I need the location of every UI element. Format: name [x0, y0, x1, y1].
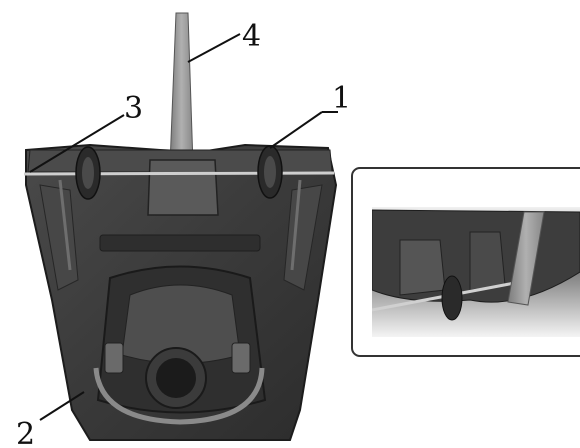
callout-label-2: 2 [16, 417, 35, 448]
inset-rod-clip [441, 275, 463, 321]
blade-strip [169, 12, 194, 166]
leader-line-1 [269, 111, 323, 149]
leader-line-2 [39, 391, 85, 421]
rod-clip [257, 145, 283, 199]
rod-clip-left [75, 146, 101, 200]
inset-detail [351, 167, 580, 357]
callout-label-4: 4 [242, 19, 261, 54]
steel-rod [23, 171, 335, 176]
hinge-latch [93, 367, 265, 425]
pump-housing [25, 143, 338, 441]
inset-blade-strip [507, 211, 545, 306]
callout-label-3: 3 [124, 91, 143, 126]
callout-label-1: 1 [332, 81, 351, 116]
leader-line-4 [187, 33, 241, 63]
leader-line-3 [29, 114, 125, 173]
